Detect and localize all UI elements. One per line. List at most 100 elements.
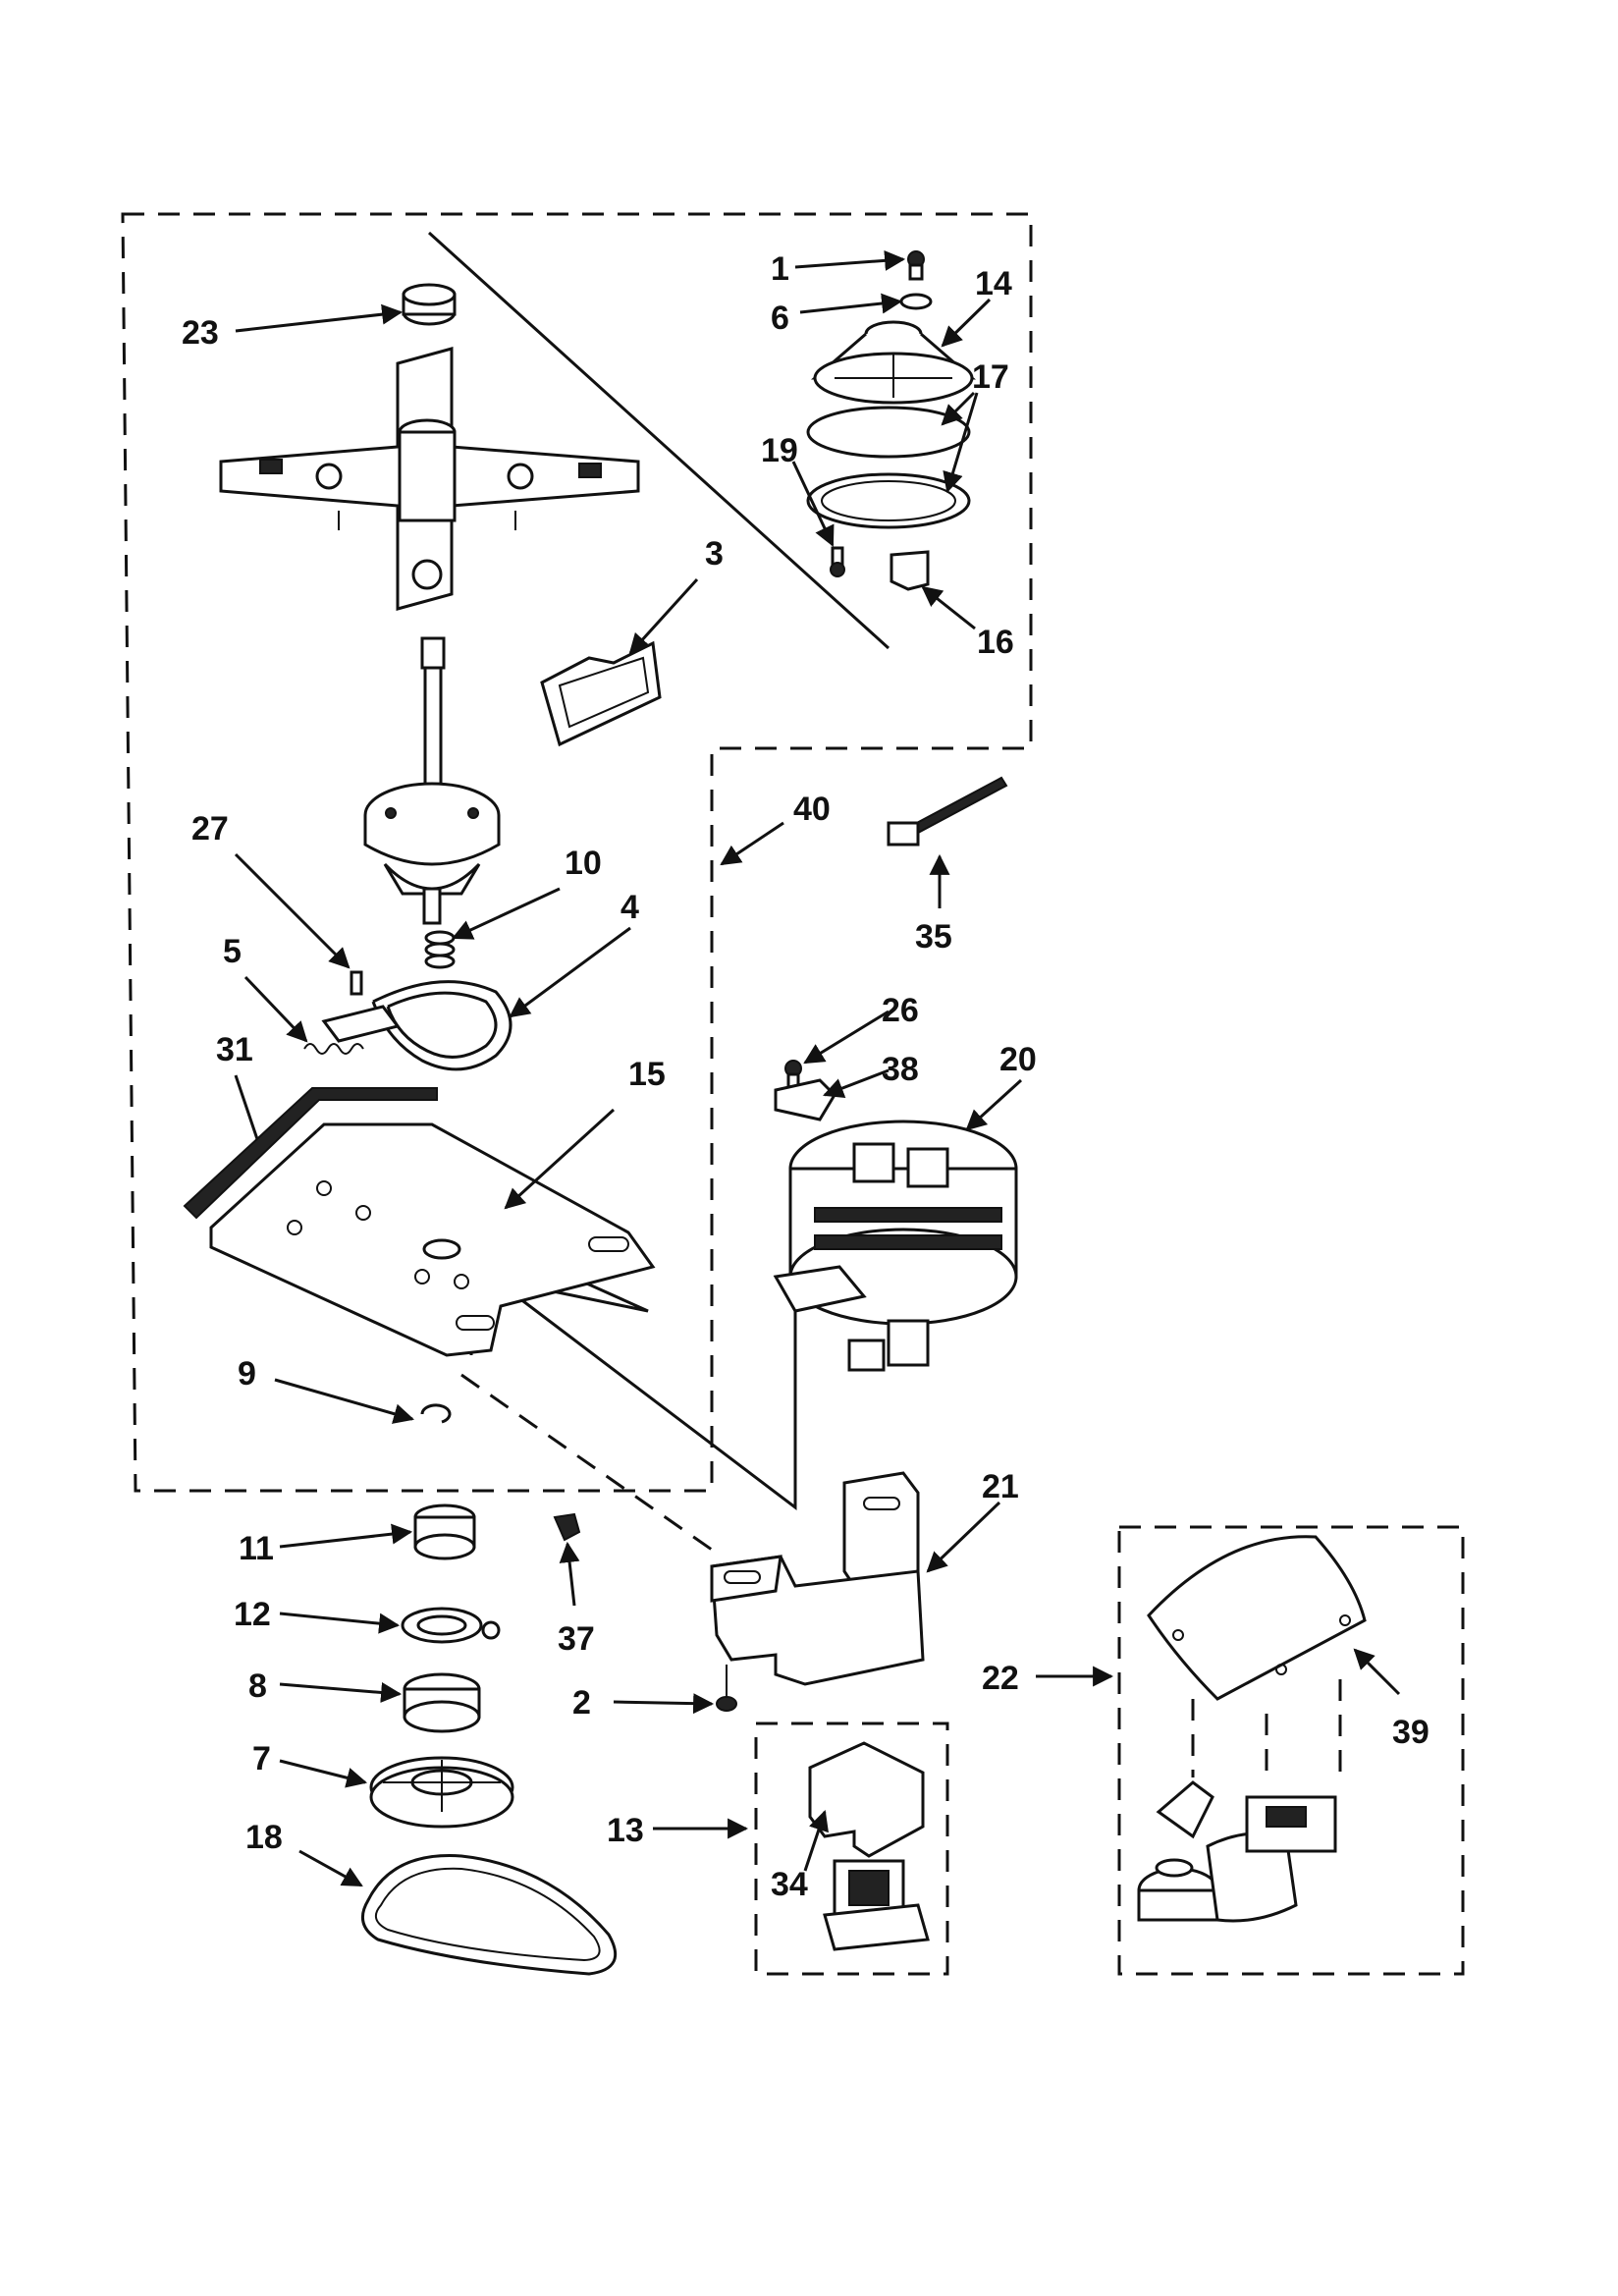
callout-26: 26 [882,992,919,1029]
leader-10 [452,887,561,940]
callout-40: 40 [793,791,831,828]
callout-35: 35 [915,918,952,956]
callout-22: 22 [982,1660,1019,1697]
leader-16 [921,585,976,630]
callout-23: 23 [182,314,219,352]
callout-38: 38 [882,1051,919,1088]
callout-9: 9 [238,1355,256,1393]
part-20-drive-motor[interactable] [773,1120,1018,1372]
leader-18 [298,1849,363,1887]
base-to-gearcase-line [490,1267,797,1511]
part-31-seal-strip[interactable] [183,1087,438,1220]
callout-8: 8 [248,1667,267,1705]
part-22-drain-pump[interactable] [1137,1780,1337,1923]
callout-11: 11 [239,1530,274,1567]
part-7-pulley[interactable] [369,1756,514,1829]
callout-16: 16 [977,624,1014,661]
callout-17: 17 [972,358,1009,396]
part-lever-assembly[interactable] [321,1005,401,1043]
leader-8 [279,1681,403,1703]
leader-17b [943,392,979,494]
part-13-solenoid[interactable] [823,1859,930,1951]
callout-10: 10 [565,845,602,882]
solenoid-group-dashed-outline [754,1722,949,1976]
part-10-spring[interactable] [424,930,456,969]
leader-27 [234,852,351,969]
callout-31: 31 [216,1031,253,1068]
leader-38 [823,1068,890,1099]
leader-20 [965,1078,1023,1131]
callout-37: 37 [558,1620,595,1658]
part-11-bushing[interactable] [413,1503,476,1560]
leader-26 [803,1010,890,1065]
part-37-clip[interactable] [553,1512,581,1542]
part-16-clip[interactable] [890,550,930,591]
part-4-brake-band[interactable] [371,980,512,1071]
leader-11 [279,1523,413,1549]
part-5-spring[interactable] [303,1043,364,1055]
callout-18: 18 [245,1819,283,1856]
part-38-bracket[interactable] [774,1078,836,1121]
part-39-pump-shield[interactable] [1147,1535,1367,1782]
part-21-gearcase[interactable] [710,1471,925,1686]
part-17-seal-rings[interactable] [806,406,971,529]
callout-20: 20 [999,1041,1037,1078]
leader-4 [509,926,631,1018]
callout-6: 6 [771,300,789,337]
callout-1: 1 [771,250,789,288]
leader-23 [235,303,404,333]
part-34-cover[interactable] [808,1741,925,1858]
part-6-washer[interactable] [899,293,933,310]
leader-39 [1353,1648,1401,1696]
leader-31 [234,1074,259,1140]
part-27-pin[interactable] [350,970,363,996]
leader-40 [720,821,784,866]
part-12-washer[interactable] [401,1607,501,1644]
leader-21 [926,1501,1001,1573]
callout-21: 21 [982,1468,1019,1505]
main-assembly-dashed-outline [121,212,1033,1493]
part-9-e-ring[interactable] [420,1403,452,1424]
leader-6 [799,293,903,314]
part-2-nut[interactable] [716,1665,737,1712]
pump-group-dashed-outline [1117,1525,1465,1976]
part-8-clutch[interactable] [403,1672,481,1733]
part-14-agitator-cam[interactable] [810,320,977,405]
leader-17a [941,391,976,426]
part-23-hub-nut[interactable] [402,283,457,326]
callout-14: 14 [975,265,1012,302]
leader-5 [243,975,308,1043]
leader-37 [559,1541,580,1607]
part-1-screw[interactable] [907,250,925,281]
base-to-gearcase-dashed [460,1373,723,1558]
leader-19 [791,461,835,547]
leader-2 [613,1693,715,1715]
leader-14 [941,298,992,348]
callout-39: 39 [1392,1714,1429,1751]
callout-5: 5 [223,933,242,970]
callout-4: 4 [620,889,639,926]
callout-13: 13 [607,1812,644,1849]
leader-3 [628,577,699,655]
part-3-gasket[interactable] [540,640,662,747]
leader-9 [274,1378,415,1424]
leader-7 [279,1759,368,1788]
part-transmission[interactable] [363,636,501,925]
leader-34 [803,1810,829,1872]
part-35-cable-tie[interactable] [887,776,1008,847]
callout-12: 12 [234,1596,271,1633]
callout-34: 34 [771,1866,808,1903]
callout-15: 15 [628,1056,666,1093]
callout-19: 19 [761,432,798,469]
part-18-belt[interactable] [360,1854,618,1976]
callout-2: 2 [572,1684,591,1722]
part-19-screw[interactable] [830,546,845,577]
leader-15 [504,1108,616,1210]
part-spider-tub-support[interactable] [219,347,640,611]
leader-12 [279,1612,401,1634]
callout-3: 3 [705,535,724,573]
assembly-guide-line [427,231,890,650]
callout-27: 27 [191,810,229,847]
part-15-base-plate[interactable] [209,1122,656,1357]
